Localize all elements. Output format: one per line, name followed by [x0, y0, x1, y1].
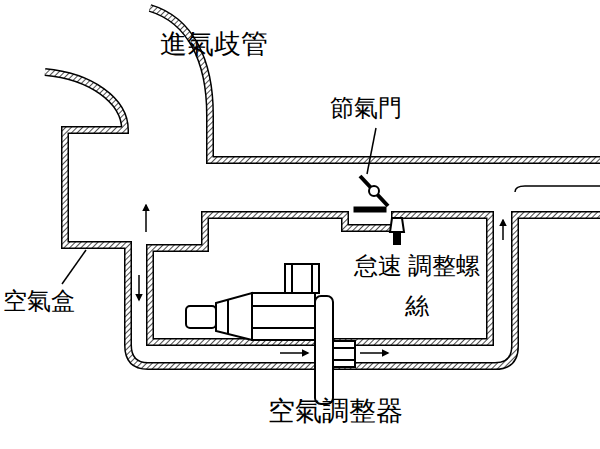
regulator-line: [252, 305, 315, 307]
regulator-line: [252, 327, 315, 329]
regulator-line: [333, 347, 355, 349]
screw-head: [390, 218, 404, 232]
flow-arrow: [280, 352, 308, 354]
regulator-line: [227, 300, 229, 334]
throttle-shaft: [369, 186, 379, 196]
idle-screw: [390, 218, 404, 244]
leader-line: [62, 250, 86, 284]
flow-arrow: [360, 352, 388, 354]
throttle-valve: [354, 176, 388, 212]
throttle-stop: [354, 207, 386, 212]
pipe-wall: [150, 8, 600, 160]
duct-line: [515, 186, 600, 192]
regulator-shaft: [186, 306, 216, 328]
screw-shank: [394, 232, 400, 244]
part-label: 空氣調整器: [268, 395, 403, 427]
throttle-plate: [360, 176, 388, 206]
regulator-line: [311, 264, 313, 293]
regulator-body: [252, 293, 315, 340]
regulator-nut: [333, 341, 355, 367]
flow-arrows: [139, 205, 503, 353]
regulator-line: [333, 359, 355, 361]
leader-lines: [62, 128, 376, 284]
flow-arrow: [502, 220, 504, 240]
regulator-flange: [315, 296, 333, 404]
regulator-heater-box: [285, 264, 319, 293]
flow-arrow: [138, 275, 140, 300]
pipe-wall: [150, 8, 600, 160]
air-regulator: [186, 264, 355, 404]
part-label: 怠速 調整螺絲: [352, 246, 482, 326]
part-label: 進氣歧管: [160, 28, 268, 60]
part-label: 節氣門: [330, 94, 402, 123]
regulator-line: [291, 264, 293, 293]
flow-arrow: [145, 205, 147, 232]
part-label: 空氣盒: [3, 287, 75, 316]
leader-line: [367, 128, 376, 174]
regulator-cone: [216, 293, 252, 340]
